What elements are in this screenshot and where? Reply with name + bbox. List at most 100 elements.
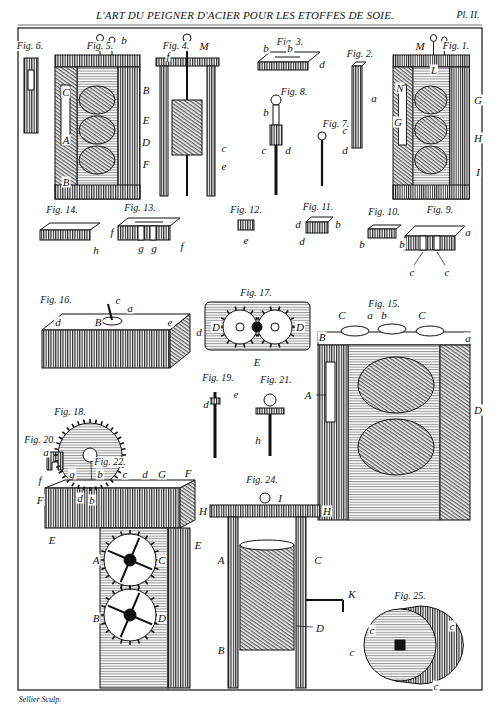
callout-letter: D — [141, 137, 151, 148]
gear-spoke — [130, 538, 139, 560]
gear-tooth — [89, 487, 91, 491]
gear-tooth — [145, 636, 147, 639]
callout-letter: F — [142, 159, 151, 170]
gear-spoke — [121, 560, 130, 582]
callout-letter: d — [54, 317, 62, 328]
gear-tooth — [112, 581, 114, 584]
callout-letter: g — [68, 469, 76, 480]
figure-number: Fig. 5. — [86, 41, 114, 51]
gear-tooth — [72, 483, 74, 486]
gear-tooth — [101, 421, 102, 425]
callout-letter: d — [298, 236, 306, 247]
callout-letter: f — [109, 227, 114, 238]
gear-tooth — [83, 487, 85, 491]
callout-letter: D — [157, 613, 167, 624]
gear-tooth — [95, 487, 97, 491]
callout-letter: c — [369, 625, 376, 636]
gear-tooth — [129, 641, 131, 645]
gear-tooth — [138, 586, 139, 590]
fig6-bar — [24, 58, 38, 133]
gear-tooth — [129, 586, 131, 590]
gear-tooth — [138, 640, 139, 644]
gear-tooth — [151, 542, 154, 544]
gear-tooth — [243, 344, 245, 348]
callout-letter: e — [233, 389, 240, 400]
gear-tooth — [221, 318, 225, 320]
callout-letter: a — [370, 93, 378, 104]
callout-letter: b — [96, 469, 104, 480]
gear-tooth — [227, 311, 229, 314]
callout-letter: c — [444, 267, 451, 278]
gear-tooth — [251, 340, 253, 343]
callout-letter: a — [464, 227, 472, 238]
callout-letter: B — [217, 645, 226, 656]
gear-tooth — [118, 437, 121, 439]
plate-number: Pl. II. — [455, 10, 480, 20]
gear-spoke — [108, 606, 130, 615]
gear-tooth — [95, 420, 97, 424]
callout-letter: c — [122, 469, 129, 480]
callout-letter: A — [62, 135, 71, 146]
callout-letter: E — [253, 357, 262, 368]
gear-tooth — [100, 614, 104, 616]
gear-tooth — [270, 307, 272, 311]
callout-letter: c — [349, 647, 356, 658]
engraver-credit: Sellier Sculp. — [18, 696, 63, 704]
figure-number: Fig. 2. — [346, 49, 374, 59]
callout-letter: L — [430, 65, 438, 76]
gear-tooth — [256, 334, 260, 336]
callout-letter: c — [115, 295, 122, 306]
gear-tooth — [106, 575, 109, 577]
callout-letter: d — [202, 399, 210, 410]
figure-number: Fig. 20. — [23, 435, 56, 445]
gear-tooth — [62, 432, 65, 435]
gear-tooth — [254, 326, 258, 328]
callout-letter: c — [261, 145, 268, 156]
callout-letter: g — [150, 243, 158, 254]
callout-letter: f — [179, 241, 184, 252]
callout-letter: d — [294, 219, 302, 230]
figure-number: Fig. 12. — [229, 205, 262, 215]
figure-number: Fig. 9. — [426, 205, 454, 215]
gear-tooth — [106, 597, 109, 599]
gear-tooth — [106, 424, 108, 427]
callout-letter: N — [395, 83, 404, 94]
gear-tooth — [151, 597, 154, 599]
callout-letter: C — [337, 310, 346, 321]
gear-tooth — [151, 575, 154, 577]
gear-tooth — [290, 334, 294, 336]
callout-letter: A — [304, 390, 313, 401]
gear-tooth — [145, 591, 147, 594]
gear-tooth — [290, 318, 294, 320]
figure-number: Fig. 8. — [280, 87, 308, 97]
gear-tooth — [155, 606, 159, 607]
gear-tooth — [100, 559, 104, 561]
callout-letter: b — [358, 239, 366, 250]
callout-letter: G — [393, 117, 403, 128]
gear-tooth — [101, 606, 105, 607]
callout-letter: I — [277, 493, 283, 504]
figure-number: Fig. 7. — [322, 119, 350, 129]
callout-letter: H — [198, 506, 208, 517]
gear-tooth — [111, 480, 114, 483]
callout-letter: H — [473, 133, 483, 144]
callout-letter: E — [48, 535, 57, 546]
callout-letter: A — [92, 555, 101, 566]
callout-letter: A — [217, 555, 226, 566]
gear-tooth — [101, 568, 105, 569]
gear-tooth — [286, 340, 288, 343]
callout-letter: e — [221, 161, 228, 172]
callout-letter: a — [126, 303, 134, 314]
gear-tooth — [56, 466, 60, 467]
callout-letter: B — [142, 85, 151, 96]
callout-letter: e — [167, 317, 174, 328]
gear-tooth — [62, 476, 65, 479]
callout-letter: M — [198, 41, 209, 52]
figure-number: Fig. 6. — [16, 41, 44, 51]
gear-tooth — [121, 640, 122, 644]
callout-letter: c — [449, 621, 456, 632]
figure-number: Fig. 14. — [45, 205, 78, 215]
figure-number: Fig. 24. — [245, 475, 278, 485]
gear-tooth — [262, 340, 264, 343]
gear-spoke — [130, 593, 139, 615]
